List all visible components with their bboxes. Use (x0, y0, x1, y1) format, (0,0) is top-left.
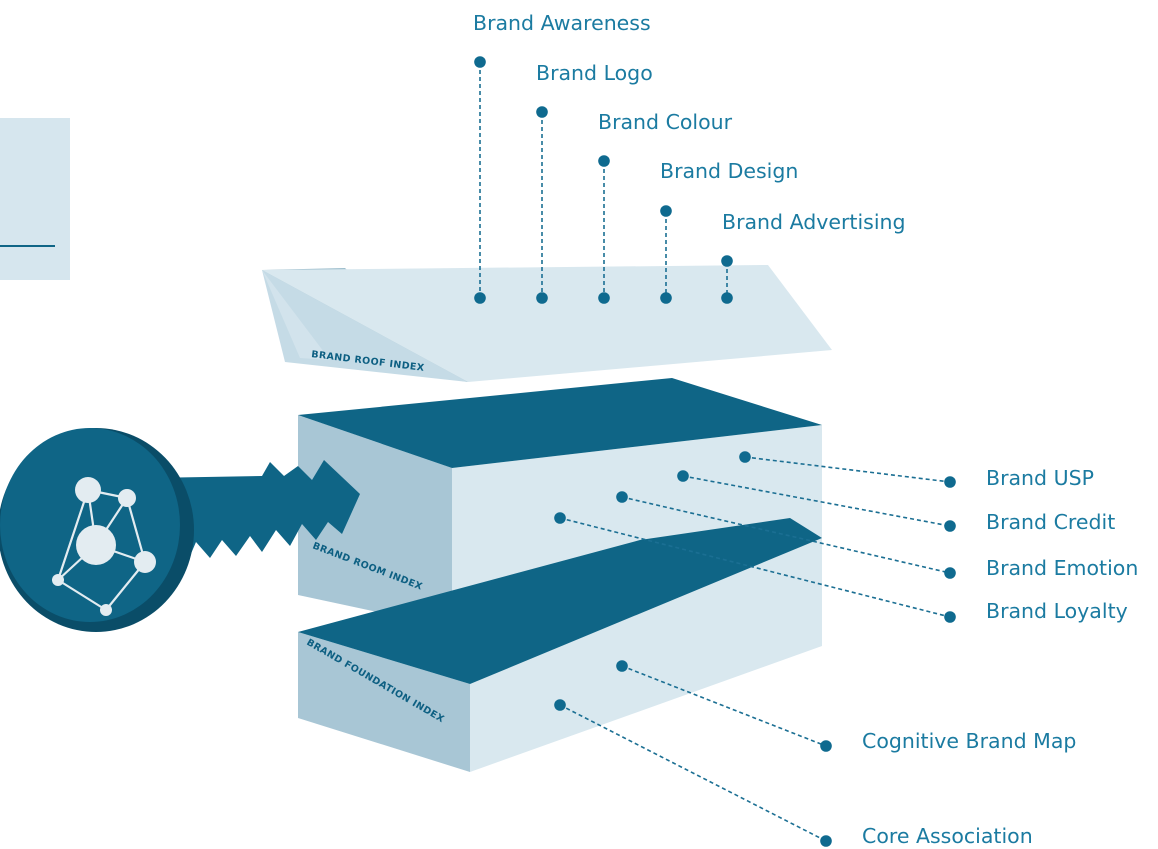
label-brand-loyalty: Brand Loyalty (986, 599, 1128, 623)
foundation-leaders (559, 665, 827, 842)
label-brand-colour: Brand Colour (598, 110, 733, 134)
label-brand-usp: Brand USP (986, 466, 1094, 490)
sidebar-panel (0, 118, 70, 280)
network-key-icon (0, 428, 360, 632)
foundation-leader-dots (554, 660, 832, 847)
label-brand-logo: Brand Logo (536, 61, 653, 85)
roof-leaders (479, 63, 728, 298)
label-brand-design: Brand Design (660, 159, 798, 183)
label-brand-credit: Brand Credit (986, 510, 1115, 534)
label-brand-emotion: Brand Emotion (986, 556, 1138, 580)
brand-roof (262, 265, 832, 382)
label-core-association: Core Association (862, 824, 1033, 848)
label-brand-awareness: Brand Awareness (473, 11, 651, 35)
roof-leader-dots (474, 56, 733, 304)
brand-foundation (298, 518, 822, 772)
label-cognitive-brand-map: Cognitive Brand Map (862, 729, 1076, 753)
room-leaders (559, 456, 951, 618)
label-brand-advertising: Brand Advertising (722, 210, 906, 234)
room-leader-dots (554, 451, 956, 623)
